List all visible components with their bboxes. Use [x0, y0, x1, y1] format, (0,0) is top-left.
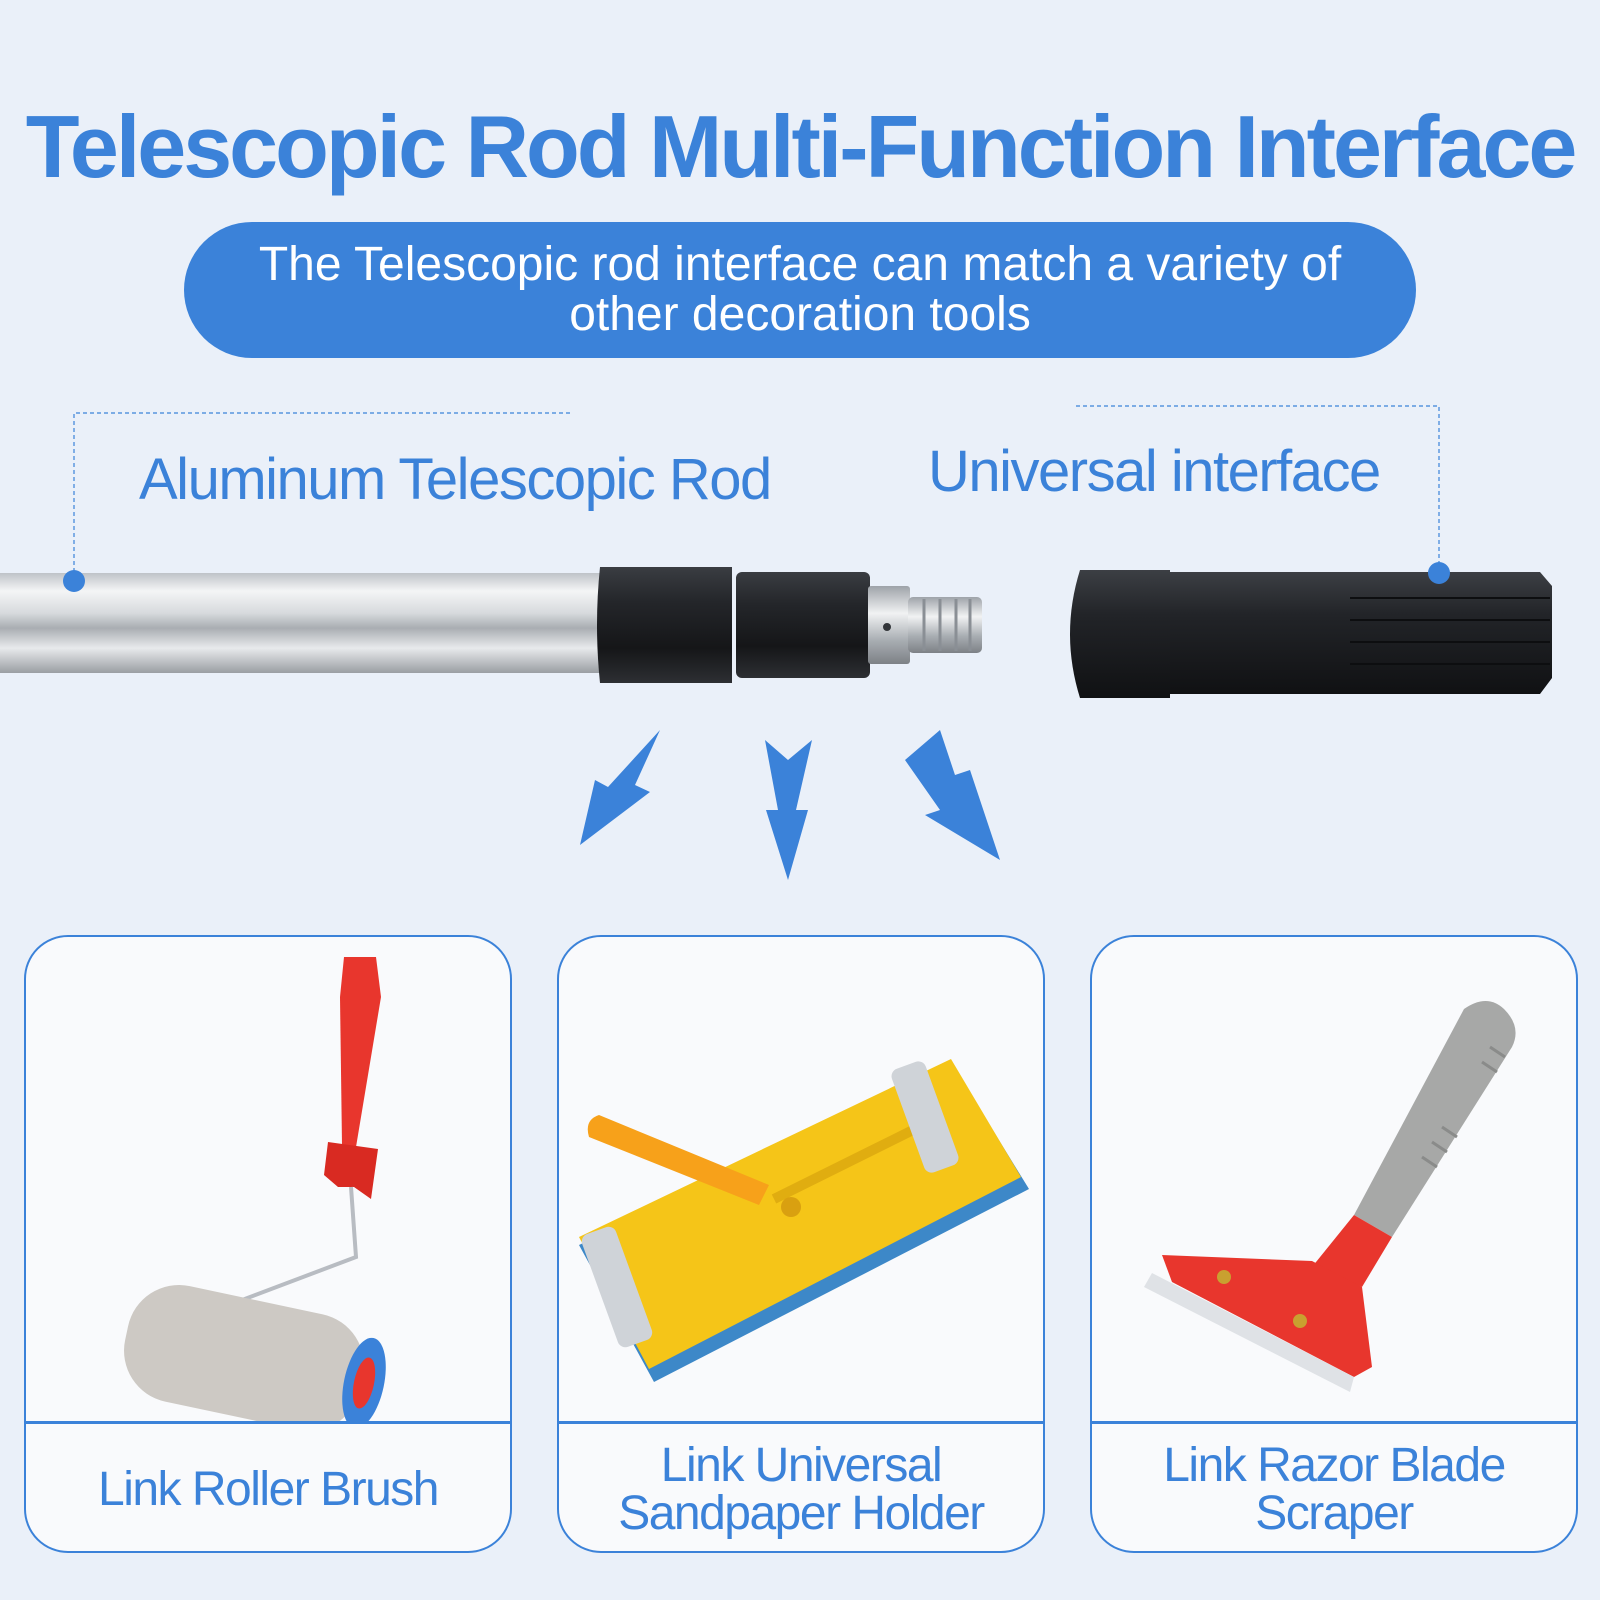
interface-cap: [1070, 570, 1170, 698]
rod-callout-line: [73, 412, 570, 578]
page-title: Telescopic Rod Multi-Function Interface: [25, 97, 1578, 196]
clamp-left: [581, 1226, 653, 1348]
interface-body: [1170, 572, 1552, 694]
telescopic-rod-image: [0, 567, 982, 683]
roller-handle: [340, 957, 381, 1147]
roller-sleeve: [124, 1285, 364, 1421]
card-razor-scraper: Link Razor Blade Scraper: [1090, 935, 1578, 1553]
sandpaper-holder-image: [579, 1059, 1029, 1382]
subtitle-text: The Telescopic rod interface can match a…: [258, 238, 1342, 341]
clamp-right: [891, 1061, 959, 1173]
sandpaper-handle: [587, 1115, 769, 1205]
razor-blade-scraper-image: [1144, 1001, 1516, 1392]
subtitle-banner: The Telescopic rod interface can match a…: [184, 222, 1416, 358]
rod-callout-dot: [63, 570, 85, 592]
card-roller-brush: Link Roller Brush: [24, 935, 512, 1553]
roller-guard: [324, 1142, 378, 1199]
rod-tube: [0, 573, 610, 673]
arrows-group: [580, 730, 1000, 880]
scraper-neck: [1312, 1215, 1392, 1287]
rod-grip: [597, 567, 732, 683]
card-caption-razor-scraper: Link Razor Blade Scraper: [1163, 1438, 1506, 1540]
rod-thread: [908, 597, 982, 653]
universal-interface-image: [1070, 562, 1552, 698]
card-caption-roller-brush: Link Roller Brush: [98, 1462, 439, 1516]
scraper-head: [1162, 1255, 1372, 1377]
rod-label: Aluminum Telescopic Rod: [139, 447, 772, 512]
arrow-down-right-icon: [905, 730, 1000, 860]
interface-callout-dot: [1428, 562, 1450, 584]
roller-brush-image: [124, 957, 386, 1421]
card-caption-sandpaper-holder: Link Universal Sandpaper Holder: [618, 1438, 985, 1540]
interface-label: Universal interface: [928, 439, 1381, 504]
scraper-blade: [1144, 1273, 1354, 1392]
callout-lines: [73, 405, 1440, 578]
arrow-down-icon: [765, 740, 812, 880]
rod-collar: [736, 572, 870, 678]
interface-callout-line: [1076, 405, 1440, 573]
arrow-down-left-icon: [580, 730, 660, 845]
scraper-handle: [1354, 1001, 1516, 1237]
card-sandpaper-holder: Link Universal Sandpaper Holder: [557, 935, 1045, 1553]
